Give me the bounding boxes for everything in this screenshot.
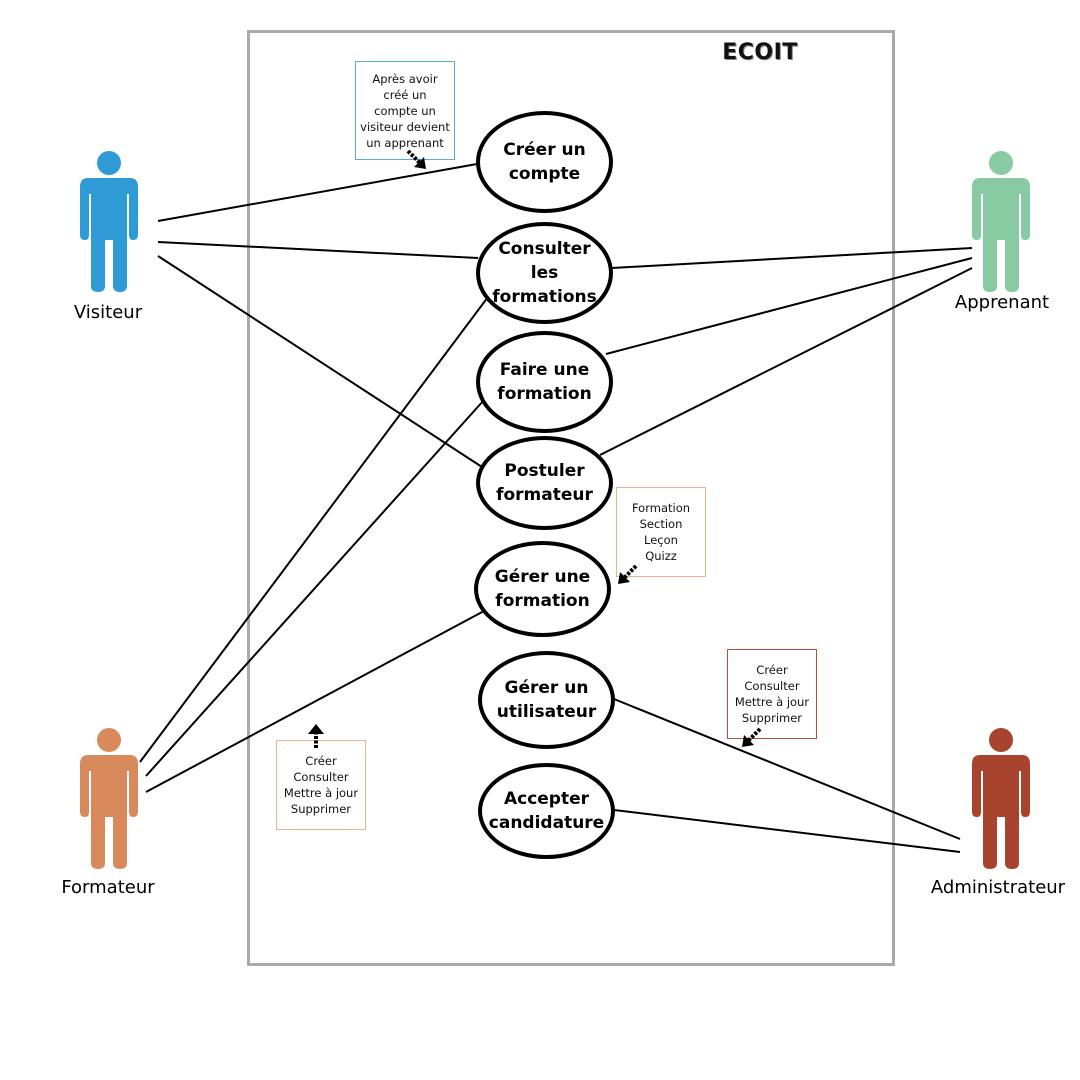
note-formateur-actions: Créer Consulter Mettre à jour Supprimer: [276, 740, 366, 830]
usecase-gerer-formation: Gérer une formation: [474, 541, 611, 637]
arrow-down-left-icon: [618, 564, 638, 584]
system-boundary: [247, 30, 895, 966]
usecase-gerer-utilisateur: Gérer un utilisateur: [478, 651, 615, 749]
usecase-label: Consulter les formations: [492, 239, 597, 307]
association-visiteur-consulter-formations: [157, 241, 479, 259]
arrow-down-right-icon: [406, 149, 426, 169]
actor-administrateur-icon: [972, 728, 1030, 869]
actor-administrateur-label: Administrateur: [930, 877, 1066, 898]
actor-apprenant-label: Apprenant: [954, 292, 1050, 313]
actor-apprenant-icon: [972, 151, 1030, 292]
system-title: ECOIT: [722, 40, 798, 65]
association-apprenant-consulter-formations: [611, 247, 973, 269]
association-formateur-consulter-formations: [139, 296, 489, 763]
note-text: Créer Consulter Mettre à jour Supprimer: [734, 663, 810, 725]
usecase-faire-formation: Faire une formation: [476, 331, 613, 433]
usecase-accepter-candidature: Accepter candidature: [478, 763, 615, 859]
usecase-consulter-formations: Consulter les formations: [476, 222, 613, 324]
note-text: Après avoir créé un compte un visiteur d…: [360, 71, 450, 150]
association-apprenant-postuler-formateur: [599, 267, 973, 456]
actor-formateur-icon: [80, 728, 138, 869]
association-formateur-gerer-formation: [145, 610, 485, 793]
association-visiteur-postuler-formateur: [157, 255, 483, 468]
usecase-label: Accepter candidature: [488, 789, 605, 833]
usecase-label: Créer un compte: [503, 140, 586, 184]
association-apprenant-faire-formation: [605, 257, 973, 355]
arrow-down-left-icon: [742, 727, 762, 747]
note-visiteur-devient-apprenant: Après avoir créé un compte un visiteur d…: [355, 61, 455, 160]
arrow-up-icon: [308, 724, 324, 748]
usecase-postuler-formateur: Postuler formateur: [476, 436, 613, 530]
actor-visiteur-label: Visiteur: [73, 302, 143, 323]
usecase-label: Gérer un utilisateur: [496, 678, 597, 722]
note-text: Formation Section Leçon Quizz: [631, 501, 691, 563]
usecase-label: Postuler formateur: [496, 461, 593, 505]
note-text: Créer Consulter Mettre à jour Supprimer: [283, 754, 359, 816]
usecase-label: Faire une formation: [497, 360, 592, 404]
association-formateur-faire-formation: [145, 399, 485, 777]
usecase-creer-compte: Créer un compte: [476, 111, 613, 213]
association-visiteur-creer-compte: [157, 163, 478, 222]
actor-formateur-label: Formateur: [61, 877, 155, 898]
note-gerer-formation-items: Formation Section Leçon Quizz: [616, 487, 706, 577]
actor-visiteur-icon: [80, 151, 138, 292]
note-gerer-utilisateur-actions: Créer Consulter Mettre à jour Supprimer: [727, 649, 817, 739]
usecase-label: Gérer une formation: [494, 567, 591, 611]
association-administrateur-accepter-candidature: [613, 809, 961, 853]
association-administrateur-gerer-utilisateur: [613, 698, 961, 840]
